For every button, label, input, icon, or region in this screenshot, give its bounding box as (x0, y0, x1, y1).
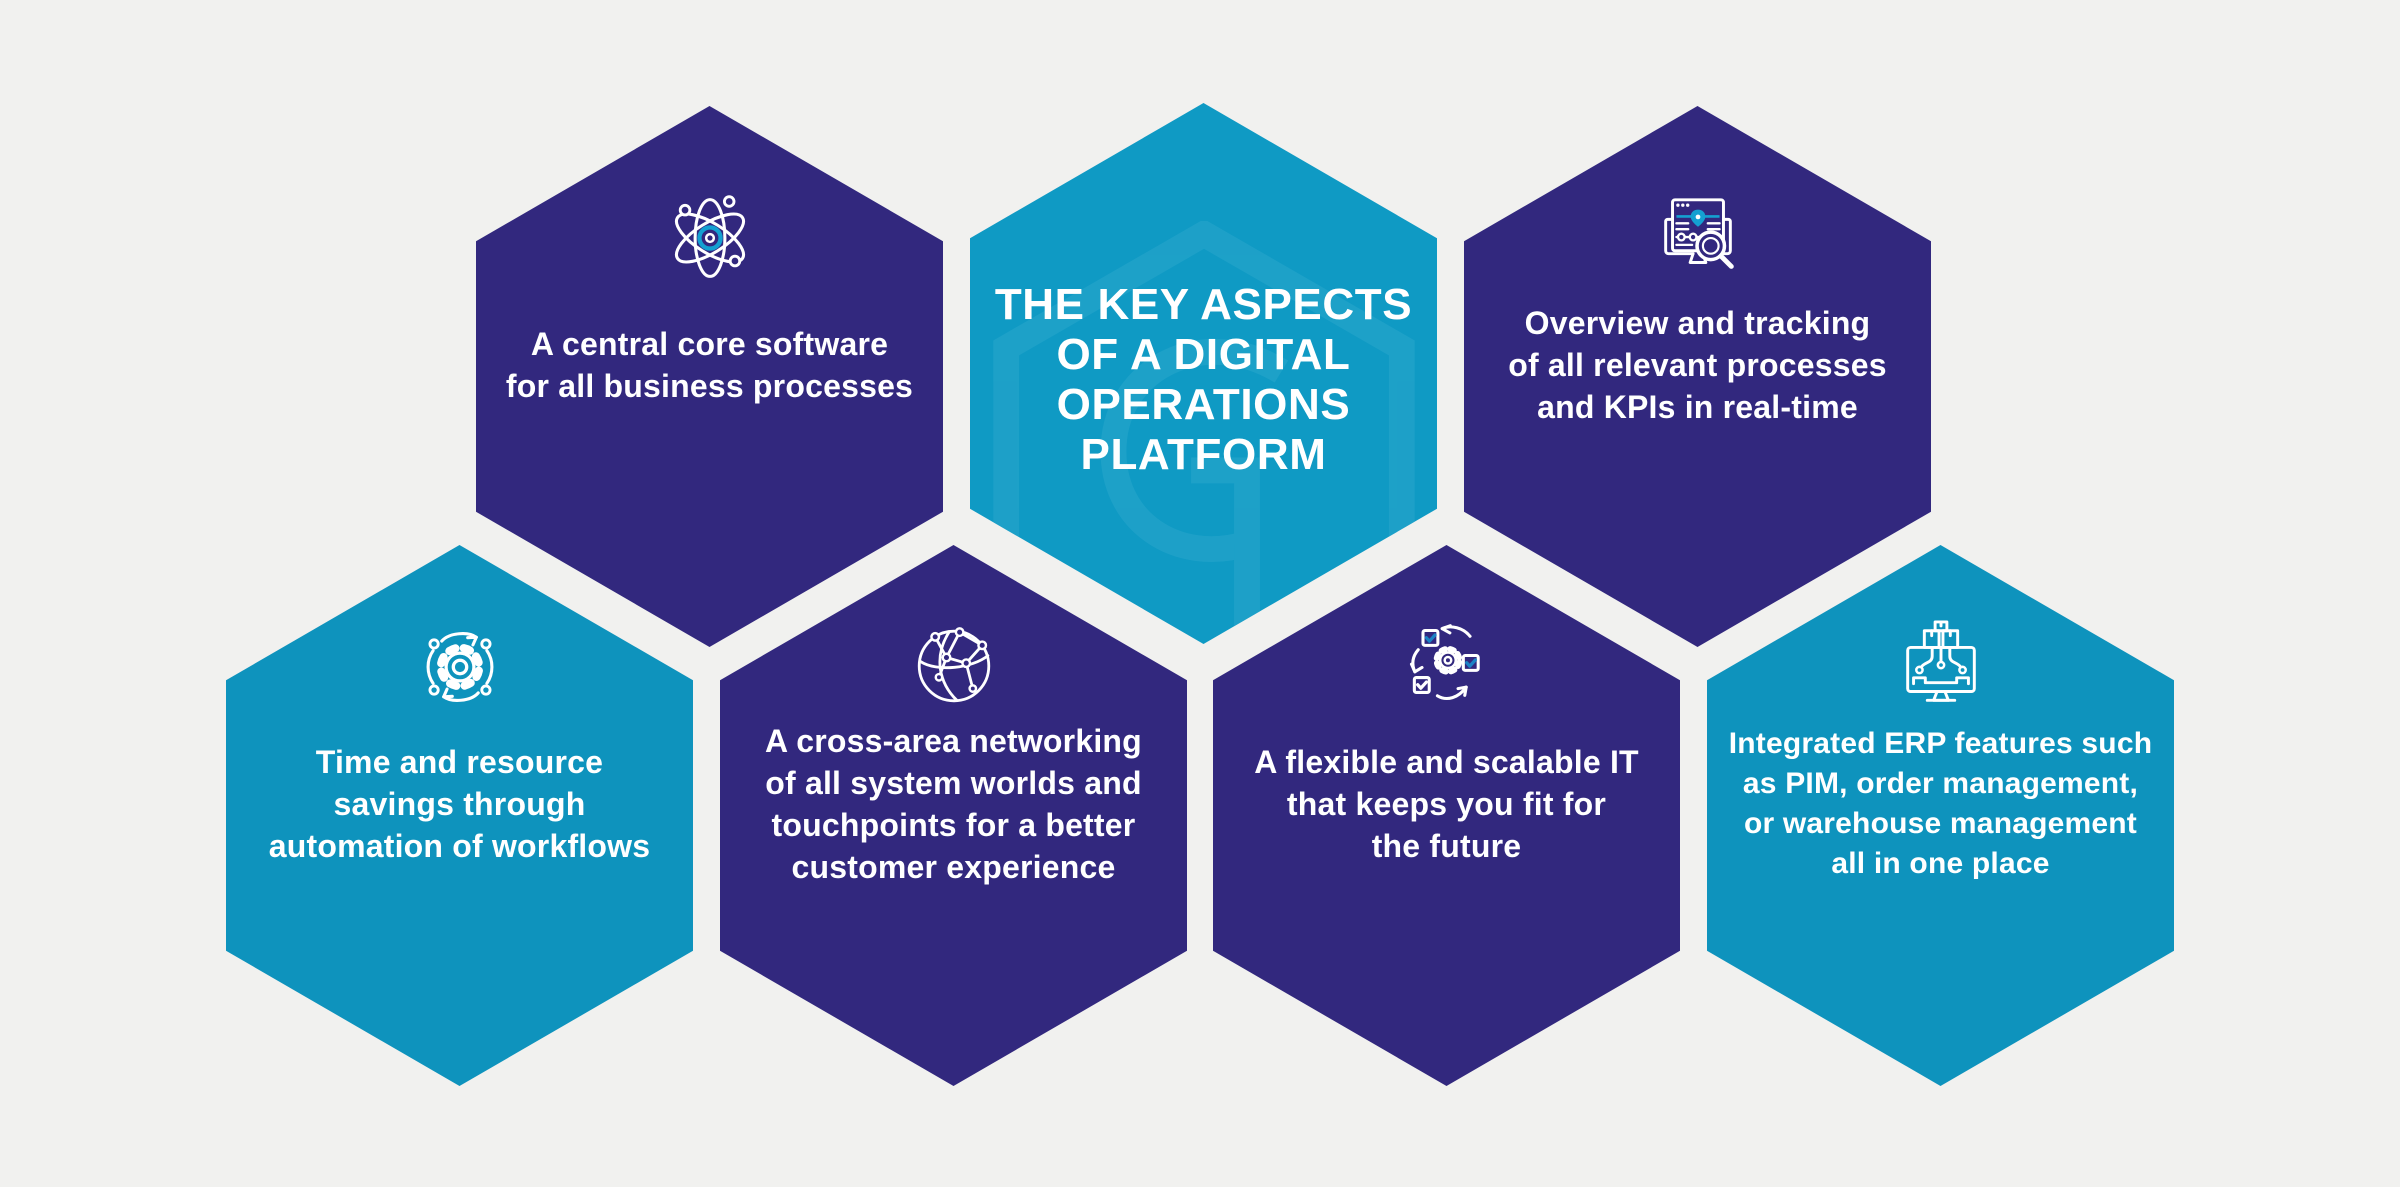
hexagon-label: A cross-area networking of all system wo… (765, 722, 1142, 885)
sync-check-icon (1409, 624, 1480, 700)
hexagon-erp-features: Integrated ERP features such as PIM, ord… (1707, 545, 2174, 1086)
hexagon-time-savings: Time and resource savings through automa… (226, 545, 693, 1086)
monitor-search-icon (1663, 198, 1734, 269)
hexagon-cross-area-networking: A cross-area networking of all system wo… (720, 545, 1187, 1086)
hexagon-core-software: A central core software for all business… (476, 106, 943, 647)
hexagon-overview-tracking: Overview and tracking of all relevant pr… (1464, 106, 1931, 647)
hexagon-label: A flexible and scalable IT that keeps yo… (1254, 743, 1639, 864)
hexagon-label: A central core software for all business… (505, 325, 914, 404)
infographic-title: THE KEY ASPECTS OF A DIGITAL OPERATIONS … (994, 279, 1413, 479)
atom-icon (674, 195, 745, 278)
hexagon-flexible-it: A flexible and scalable IT that keeps yo… (1213, 545, 1680, 1086)
hexagon-label: Overview and tracking of all relevant pr… (1508, 304, 1887, 425)
hexagon-label: Integrated ERP features such as PIM, ord… (1728, 726, 2153, 880)
erp-monitor-icon (1905, 620, 1976, 702)
hexagon-label: Time and resource savings through automa… (268, 743, 651, 864)
gear-sync-icon (426, 632, 493, 702)
network-globe-icon (917, 627, 990, 703)
hexagon-center-title: THE KEY ASPECTS OF A DIGITAL OPERATIONS … (970, 103, 1437, 644)
